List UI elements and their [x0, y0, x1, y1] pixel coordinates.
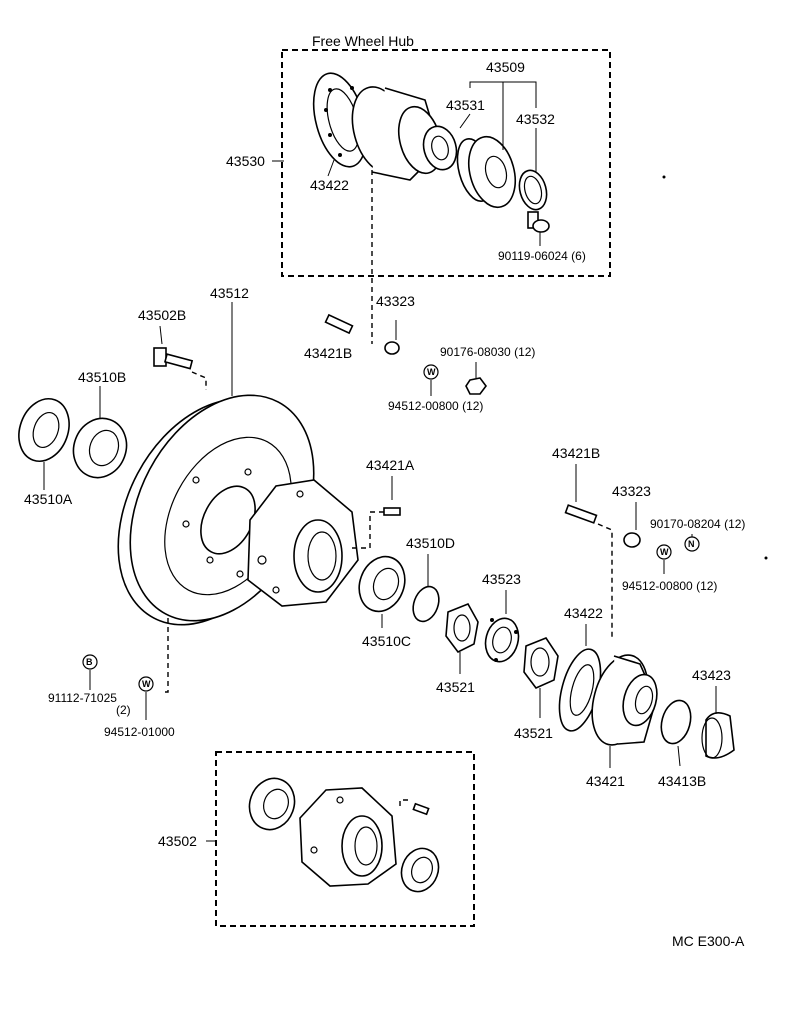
lock-nut-43521-a: [445, 602, 479, 654]
label-43422-right: 43422: [564, 605, 603, 621]
kit-pin: [412, 802, 430, 816]
label-43531: 43531: [446, 97, 485, 113]
axle-hub-flange: [247, 479, 359, 607]
label-43530: 43530: [226, 153, 265, 169]
svg-text:B: B: [86, 657, 93, 667]
pin-43421A: [383, 507, 401, 516]
hub-bolt-43502B: [153, 347, 194, 370]
label-43521-a: 43521: [436, 679, 475, 695]
label-43521-b: 43521: [514, 725, 553, 741]
svg-text:W: W: [427, 367, 436, 377]
mark-dot-a: [662, 175, 666, 179]
label-43323-top: 43323: [376, 293, 415, 309]
label-43421A: 43421A: [366, 457, 415, 473]
label-43413B: 43413B: [658, 773, 706, 789]
kit-bearing-outer: [248, 777, 296, 831]
svg-text:N: N: [688, 539, 695, 549]
label-43422-top: 43422: [310, 177, 349, 193]
label-91112-qty: (2): [116, 703, 131, 717]
label-43502: 43502: [158, 833, 197, 849]
label-43502B: 43502B: [138, 307, 186, 323]
stud-43421B-right: [564, 504, 598, 524]
free-wheel-hub-title: Free Wheel Hub: [312, 33, 414, 49]
kit-hub: [299, 787, 397, 887]
bolt-b-symbol: B: [82, 654, 98, 670]
label-43523: 43523: [482, 571, 521, 587]
diagram-code: MC E300-A: [672, 933, 745, 949]
bolt-90119: [527, 211, 550, 233]
label-43510B: 43510B: [78, 369, 126, 385]
label-94512-bottom: 94512-01000: [104, 725, 175, 739]
svg-text:W: W: [660, 547, 669, 557]
nut-43323-top: [384, 341, 400, 355]
bearing-43510C: [358, 555, 406, 613]
lock-nut-43521-b: [523, 637, 559, 689]
hub-kit-43502-box: [215, 751, 475, 927]
label-43421: 43421: [586, 773, 625, 789]
label-43510C: 43510C: [362, 633, 411, 649]
label-43421B-left: 43421B: [304, 345, 352, 361]
label-43509: 43509: [486, 59, 525, 75]
flange-43421: [591, 654, 658, 746]
washer-w-symbol-right: W: [656, 544, 672, 560]
label-43532: 43532: [516, 111, 555, 127]
svg-text:W: W: [142, 679, 151, 689]
label-43421B-right: 43421B: [552, 445, 600, 461]
free-wheel-knob-43532: [456, 135, 517, 209]
label-90170: 90170-08204 (12): [650, 517, 745, 531]
label-43510A: 43510A: [24, 491, 73, 507]
label-43512: 43512: [210, 285, 249, 301]
label-43510D: 43510D: [406, 535, 455, 551]
washer-w-symbol-top: W: [423, 364, 439, 380]
washer-w-symbol-bottom: W: [138, 676, 154, 692]
lock-washer-43523: [484, 617, 520, 663]
nut-90176: [465, 377, 487, 395]
label-94512-top: 94512-00800 (12): [388, 399, 483, 413]
nut-43323-right: [623, 532, 641, 548]
label-94512-right: 94512-00800 (12): [622, 579, 717, 593]
free-wheel-hub-box: [281, 49, 611, 277]
grease-cap-43423: [701, 712, 735, 759]
label-91112: 91112-71025: [48, 691, 117, 705]
oil-seal-43510A: [18, 398, 70, 462]
snap-ring-43413B: [660, 699, 692, 745]
o-ring: [518, 169, 548, 211]
stud-43421B-left: [324, 313, 354, 335]
label-43423: 43423: [692, 667, 731, 683]
label-90119: 90119-06024 (6): [498, 249, 586, 263]
bearing-43510B: [72, 417, 128, 479]
kit-bearing-inner: [400, 847, 440, 893]
snap-ring-43510D: [412, 585, 440, 623]
label-90176: 90176-08030 (12): [440, 345, 535, 359]
mark-dot-b: [764, 556, 768, 560]
nut-n-symbol: N: [684, 536, 700, 552]
free-wheel-body-43531: [351, 86, 458, 181]
label-43323-right: 43323: [612, 483, 651, 499]
